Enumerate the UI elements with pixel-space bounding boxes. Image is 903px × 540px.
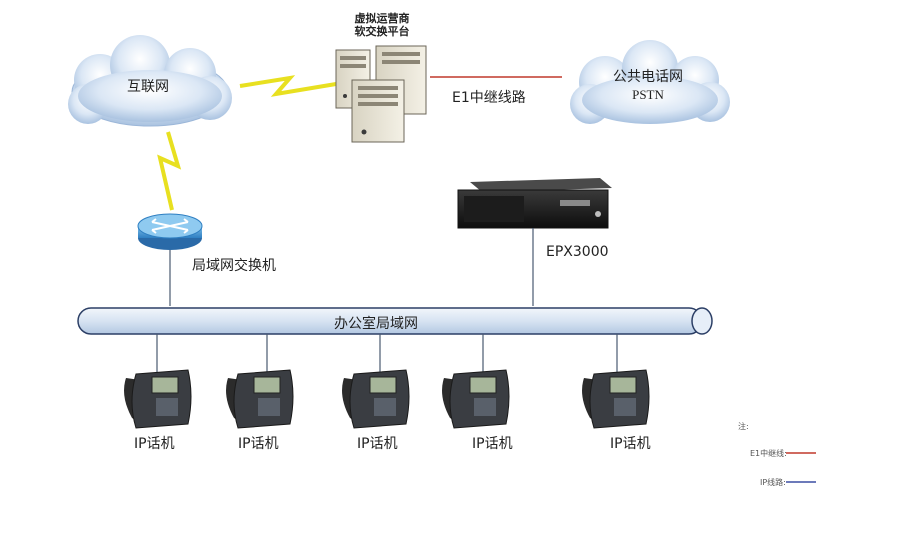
pstn-label: 公共电话网 PSTN [613,69,683,103]
e1-trunk-label: E1中继线路 [452,90,526,106]
pstn-cloud-icon [570,40,730,124]
internet-softswitch-wireless-link [239,75,337,97]
internet-switch-wireless-link [157,131,182,211]
switch-label: 局域网交换机 [192,258,276,274]
ip-phones [124,369,650,429]
softswitch-label-line2: 软交换平台 [354,25,410,38]
phone-label: IP话机 [134,436,175,452]
office-lan-bus [77,307,713,335]
pstn-label-line1: 公共电话网 [613,69,683,85]
lan-label: 办公室局域网 [334,316,418,332]
phone-drop-lines [156,334,618,372]
internet-cloud-icon [68,35,232,127]
legend-title: 注: [738,422,749,431]
epx3000-device-icon [457,178,612,229]
internet-label: 互联网 [127,79,169,95]
phone-label: IP话机 [357,436,398,452]
ip-phone-icon [442,369,510,429]
epx-label: EPX3000 [546,244,609,260]
phone-label: IP话机 [238,436,279,452]
ip-phone-icon [124,369,192,429]
ip-phone-icon [226,369,294,429]
ip-phone-icon [582,369,650,429]
pstn-label-line2: PSTN [632,87,664,102]
lan-switch-icon [137,213,203,250]
phone-label: IP话机 [472,436,513,452]
legend-ip-label: IP线路: [760,478,786,487]
softswitch-servers-icon [335,45,427,143]
ip-phone-icon [342,369,410,429]
legend-e1-label: E1中继线: [750,449,787,458]
softswitch-label-line1: 虚拟运营商 [354,12,410,25]
softswitch-label: 虚拟运营商 软交换平台 [346,12,418,38]
phone-label: IP话机 [610,436,651,452]
